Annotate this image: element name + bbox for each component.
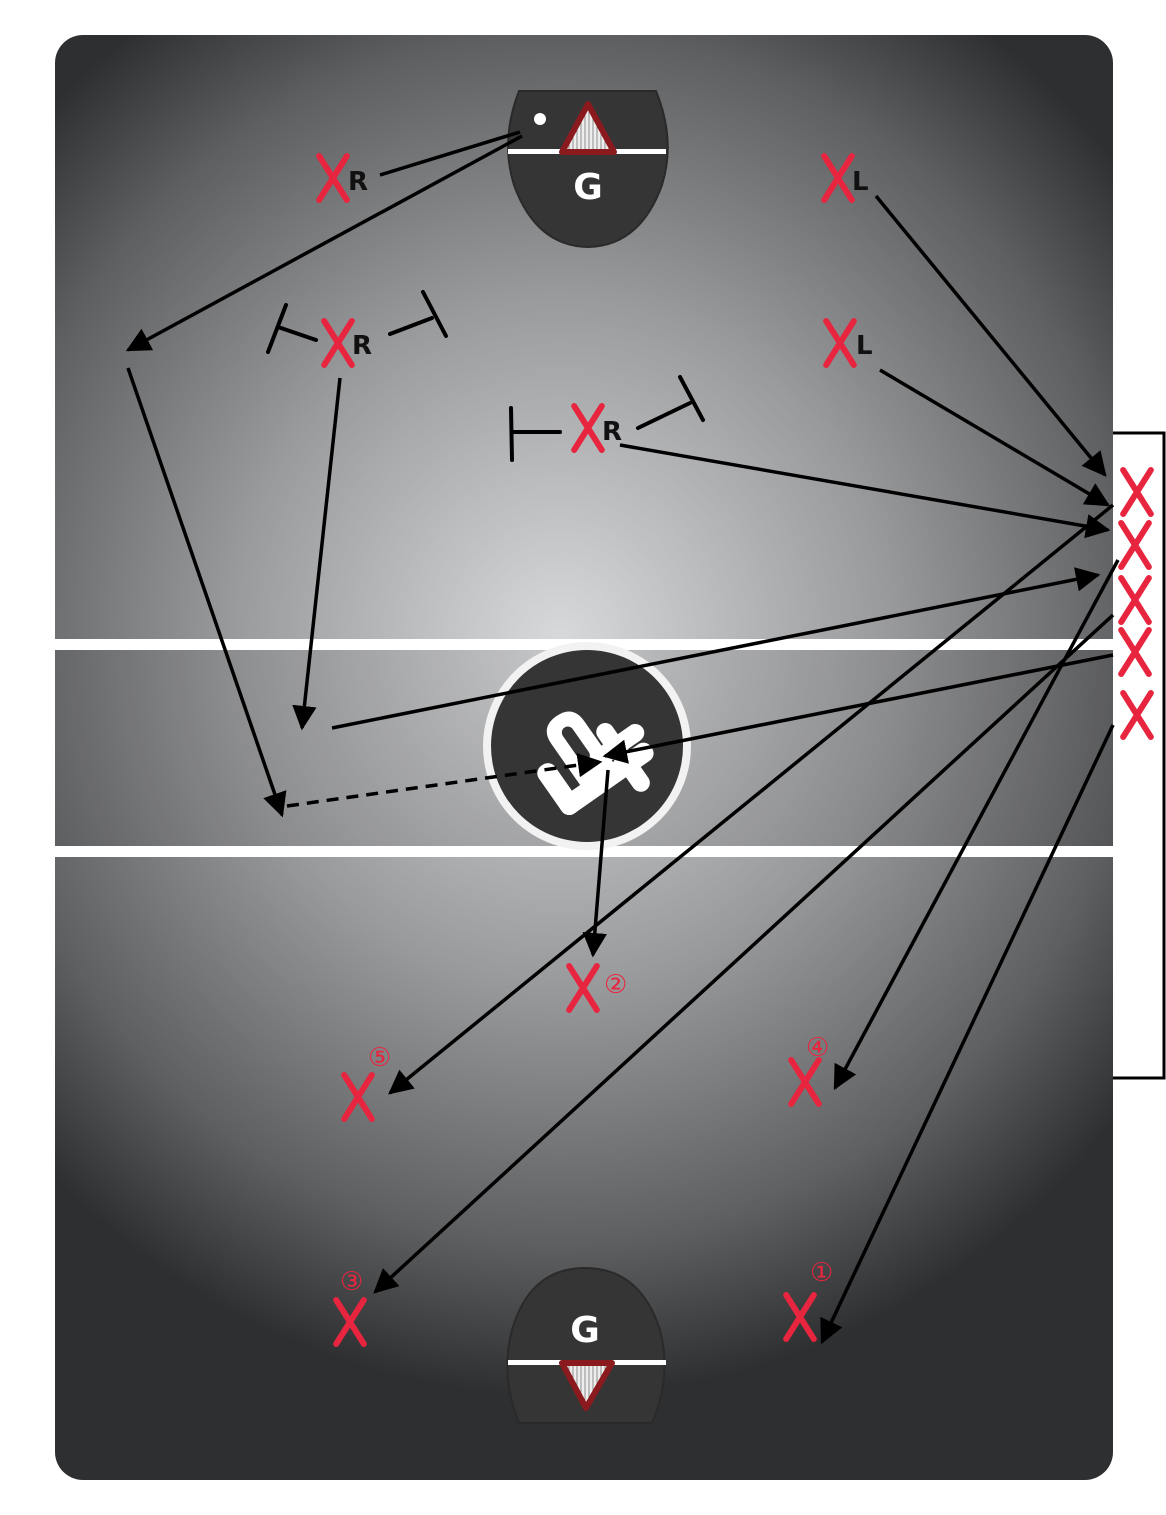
arrows-layer — [125, 130, 1120, 1345]
player-number-3: ③ — [340, 1267, 363, 1297]
movement-arrow — [126, 367, 287, 818]
movement-arrow — [879, 368, 1111, 507]
line-player-x — [1120, 467, 1154, 517]
player-x-2 — [566, 963, 600, 1013]
movement-arrow — [373, 613, 1115, 1294]
player-number-4: ④ — [806, 1033, 829, 1063]
movement-arrow — [125, 134, 523, 352]
line-player-x — [1118, 520, 1152, 570]
player-label-mid-l: L — [856, 331, 873, 361]
player-label-center-r: R — [602, 417, 622, 447]
movement-arrow — [388, 503, 1115, 1095]
movement-arrow — [820, 724, 1115, 1345]
movement-arrow — [379, 130, 521, 177]
movement-arrow — [331, 567, 1101, 730]
substitution-box — [1106, 431, 1166, 1080]
player-number-5: ⑤ — [368, 1043, 391, 1073]
player-x-4 — [788, 1057, 822, 1107]
ball-icon — [534, 113, 546, 125]
player-x-mid-l — [823, 318, 857, 368]
player-label-top-l: L — [852, 167, 869, 197]
bottom-goalie-label: G — [570, 1310, 600, 1351]
player-x-center-r — [571, 403, 605, 453]
top-goal-icon — [559, 101, 617, 155]
stick-marks — [266, 290, 705, 462]
player-x-1 — [783, 1292, 817, 1342]
player-x-top-l — [821, 153, 855, 203]
player-number-2: ② — [604, 970, 627, 1000]
player-label-mid-r: R — [352, 331, 372, 361]
player-label-top-r: R — [348, 167, 368, 197]
top-goal-crease: G — [507, 90, 669, 249]
movement-arrow — [292, 377, 342, 731]
midfield-line-bottom — [55, 846, 1113, 857]
bottom-goal-crease: G — [506, 1266, 666, 1424]
bottom-goal-icon — [559, 1360, 615, 1411]
player-x-3 — [333, 1297, 367, 1347]
dashed-pass-arrow — [286, 752, 603, 808]
movement-arrow — [619, 443, 1111, 539]
top-goalie-label: G — [573, 167, 603, 208]
players-layer — [316, 153, 1154, 1347]
line-player-x — [1118, 627, 1152, 677]
player-number-1: ① — [810, 1258, 833, 1288]
movement-arrow — [833, 559, 1120, 1091]
movement-arrow — [602, 653, 1114, 764]
player-x-5 — [341, 1072, 375, 1122]
player-x-top-r — [316, 153, 350, 203]
line-player-x — [1120, 690, 1154, 740]
player-x-mid-r — [321, 318, 355, 368]
movement-arrow — [874, 194, 1107, 477]
line-player-x — [1118, 575, 1152, 625]
